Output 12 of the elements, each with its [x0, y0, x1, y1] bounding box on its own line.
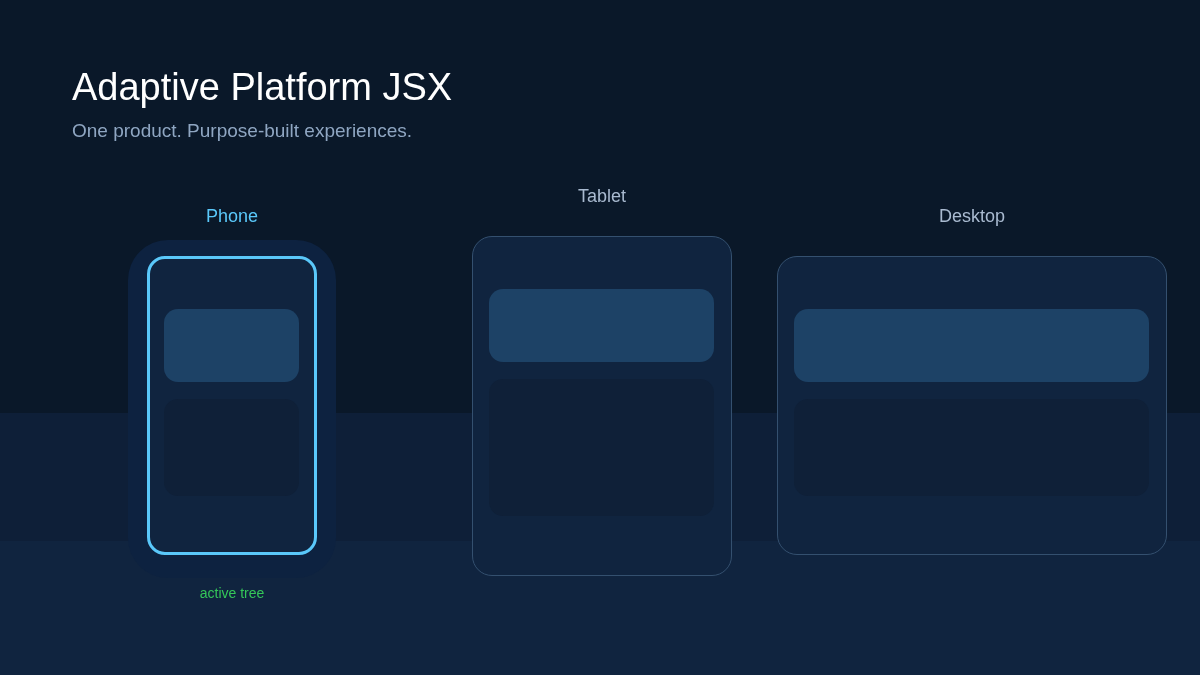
- content-panel: [793, 308, 1149, 382]
- device-frame: [472, 236, 732, 576]
- device-label: Tablet: [576, 186, 627, 207]
- content-panel: [164, 309, 299, 382]
- content-panel: [488, 288, 714, 362]
- diagram-title: Adaptive Platform JSX: [72, 66, 453, 109]
- subtitle: One product. Purpose-built experiences.: [72, 120, 413, 142]
- device-label: Phone: [204, 206, 260, 227]
- device-label: Desktop: [937, 206, 1006, 227]
- device-frame: [777, 256, 1167, 555]
- device-frame: [147, 256, 317, 555]
- status-label: active tree: [198, 585, 266, 601]
